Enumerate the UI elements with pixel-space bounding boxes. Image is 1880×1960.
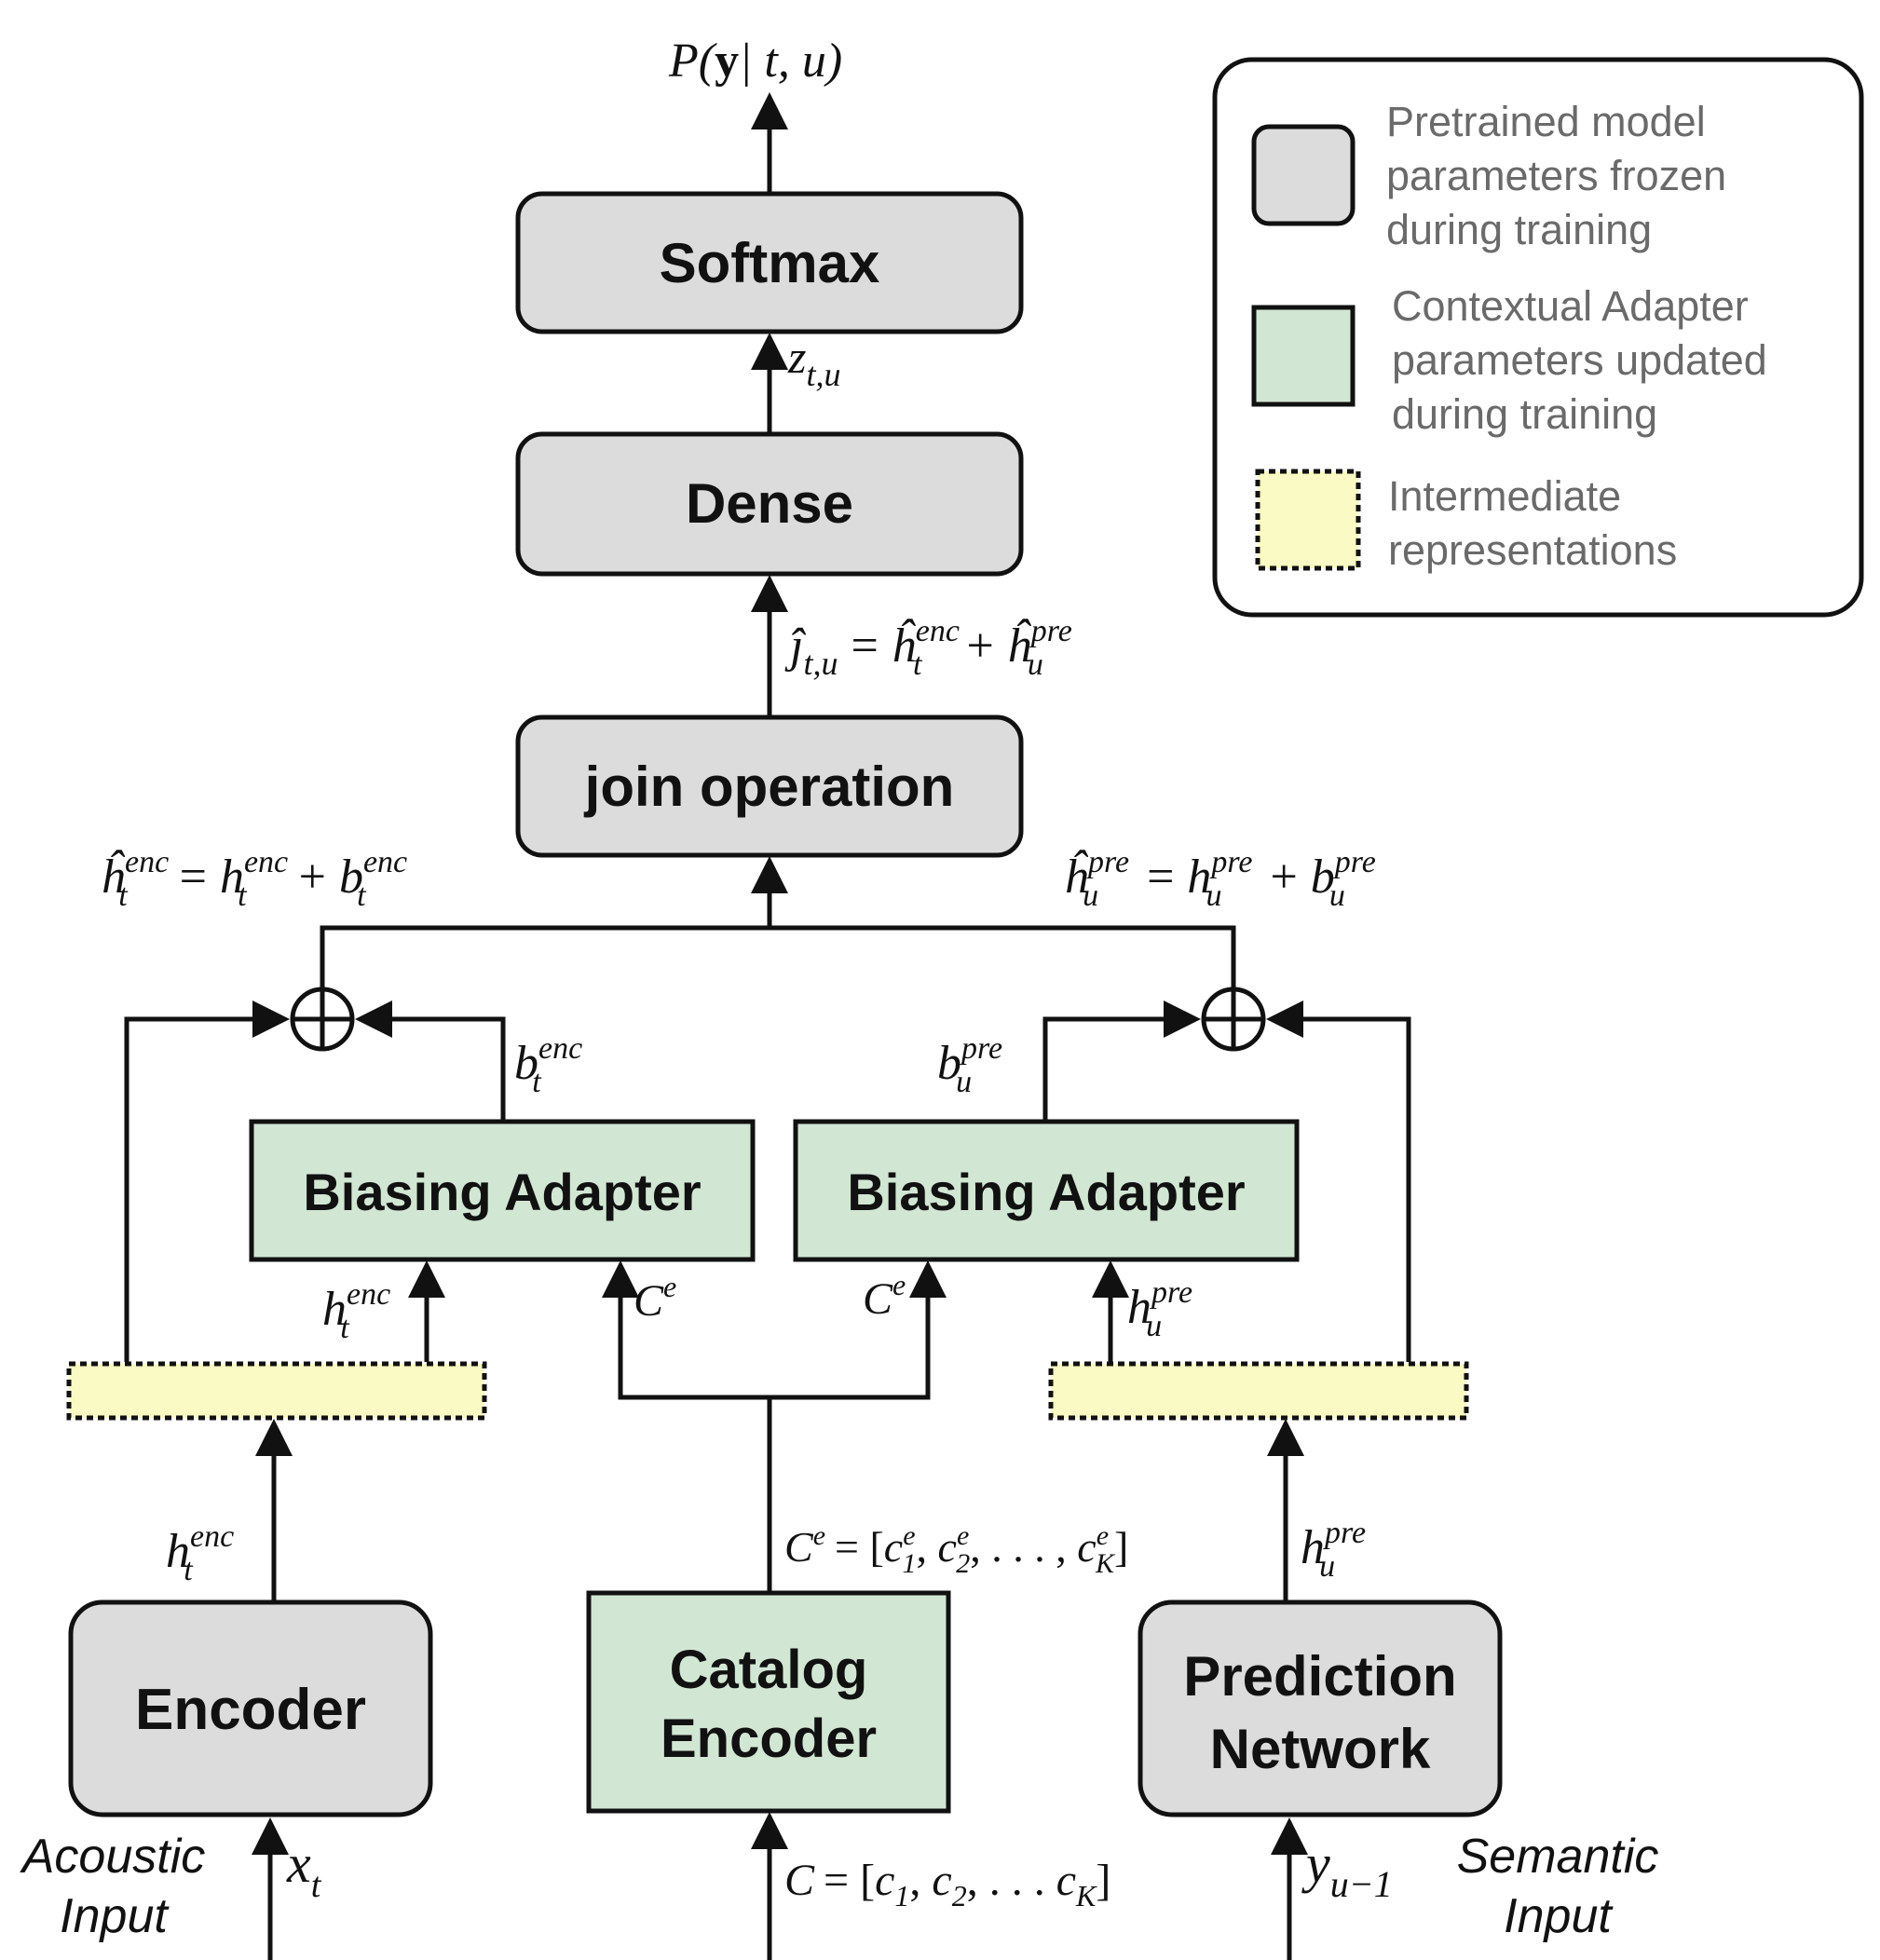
legend-frozen-line1: Pretrained model	[1386, 98, 1706, 145]
svg-text:Intermediate representat: Intermediate representations	[1388, 472, 1677, 574]
right-adapter-output-wire	[1042, 1000, 1201, 1120]
legend-intermediate-line2: representations	[1388, 526, 1677, 574]
left-add-node	[290, 987, 355, 1052]
ce-right-label: Ce	[863, 1268, 906, 1324]
biasing-adapter-right-box	[793, 1119, 1300, 1262]
output-probability: P(y| t, u)	[668, 34, 842, 88]
prediction-network-label-line2: Network	[1210, 1718, 1431, 1780]
biasing-adapter-right-label: Biasing Adapter	[847, 1163, 1245, 1221]
dense-box	[515, 431, 1024, 577]
left-adapter-output-wire	[355, 1000, 506, 1120]
acoustic-input-label-line1: Acoustic	[20, 1830, 206, 1884]
legend-updated-line1: Contextual Adapter	[1392, 282, 1749, 330]
prediction-network-box	[1138, 1599, 1503, 1817]
legend-intermediate-swatch	[1255, 469, 1361, 571]
catalog-encoder-label-line2: Encoder	[661, 1708, 877, 1769]
softmax-label: Softmax	[660, 232, 880, 294]
join-operation-label: join operation	[584, 755, 955, 818]
acoustic-input-label-line2: Input	[60, 1889, 170, 1943]
svg-text:C= [c1, c2, . . . cK]: C= [c1, c2, . . . cK]	[784, 1856, 1110, 1912]
intermediate-left-box	[66, 1361, 487, 1421]
legend-frozen-line2: parameters frozen	[1386, 152, 1726, 199]
encoder-box	[68, 1599, 433, 1817]
catalog-encoder-label-line1: Catalog	[670, 1640, 868, 1700]
softmax-box	[515, 191, 1024, 334]
semantic-input-label-line1: Semantic	[1457, 1830, 1659, 1884]
svg-text:Contextual Adapter param: Contextual Adapter parameters updated du…	[1392, 282, 1778, 438]
catalog-encoder-box	[586, 1590, 951, 1814]
ce-left-label: Ce	[633, 1270, 676, 1326]
legend-frame	[1212, 57, 1864, 618]
right-add-node	[1201, 987, 1266, 1052]
dense-label: Dense	[686, 472, 853, 535]
z-tu-label: zt,u	[787, 331, 840, 393]
merge-wire	[320, 925, 1236, 987]
y-u-minus-1-label: yu−1	[1301, 1833, 1393, 1905]
right-skip-wire	[1266, 1000, 1411, 1362]
x-t-label: xt	[286, 1833, 322, 1905]
svg-text:Pretrained model paramet: Pretrained model parameters frozen durin…	[1386, 98, 1738, 253]
biasing-adapter-left-box	[249, 1119, 756, 1262]
legend-frozen-swatch	[1251, 124, 1356, 226]
encoder-label: Encoder	[135, 1678, 366, 1742]
catalog-input-equation: C= [c1, c2, . . . cK]	[784, 1856, 1110, 1912]
prediction-network-label-line1: Prediction	[1183, 1645, 1456, 1708]
svg-text:Ce= [ce1, ce2, . . . , ceK]: Ce= [ce1, ce2, . . . , ceK]	[784, 1520, 1128, 1579]
legend-updated-line2: parameters updated	[1392, 336, 1767, 384]
legend-updated-line3: during training	[1392, 390, 1657, 438]
intermediate-right-box	[1048, 1361, 1469, 1421]
legend-intermediate-line1: Intermediate	[1388, 472, 1621, 520]
left-skip-wire	[124, 1000, 290, 1362]
catalog-split-wire	[618, 1265, 931, 1400]
legend-frozen-line3: during training	[1386, 206, 1652, 253]
legend-updated-swatch	[1251, 305, 1356, 407]
legend: Pretrained model parameters frozen durin…	[1212, 57, 1864, 618]
join-operation-box	[515, 715, 1024, 858]
biasing-adapter-left-label: Biasing Adapter	[303, 1163, 701, 1221]
semantic-input-label-line2: Input	[1504, 1889, 1614, 1943]
